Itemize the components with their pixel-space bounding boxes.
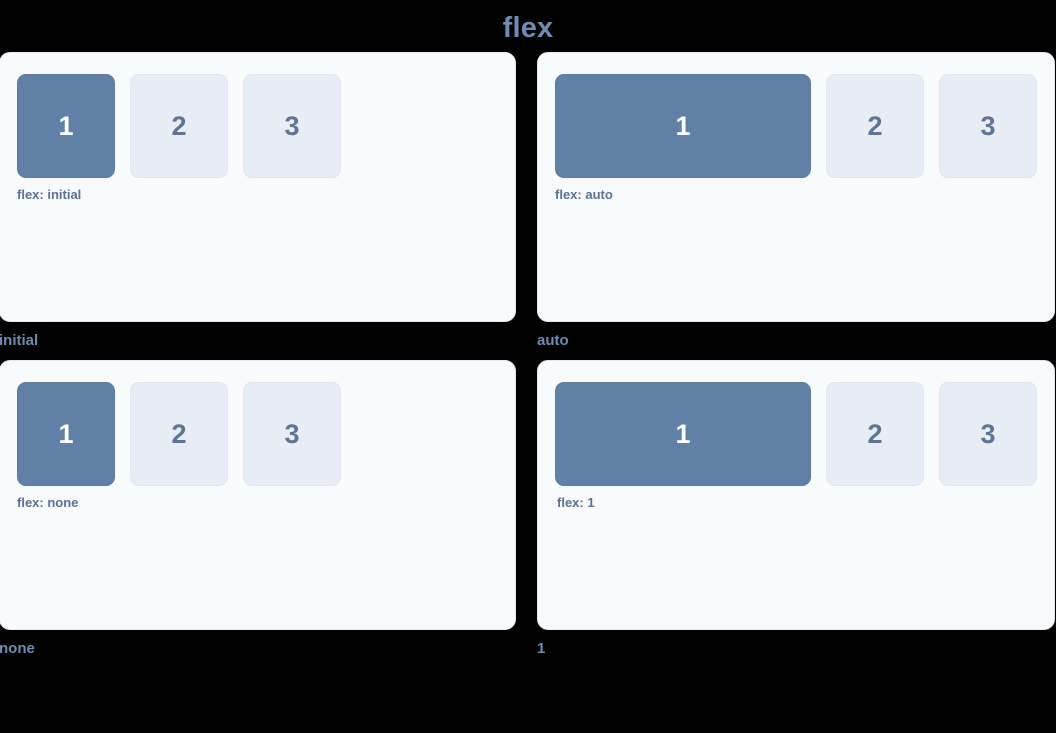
demo-panel-initial: 1 2 3 flex: initial — [0, 52, 516, 322]
demo-cell-none: 1 2 3 flex: none none — [0, 360, 516, 668]
flex-container-initial: 1 2 3 — [17, 74, 515, 178]
flex-container-none: 1 2 3 — [17, 382, 515, 486]
demo-panel-none: 1 2 3 flex: none — [0, 360, 516, 630]
flex-item-2[interactable]: 2 — [826, 74, 924, 178]
flex-item-3[interactable]: 3 — [939, 74, 1037, 178]
flex-item-1[interactable]: 1 — [555, 382, 811, 486]
demo-cell-initial: 1 2 3 flex: initial initial — [0, 52, 516, 360]
flex-caption-one: flex: 1 — [557, 495, 595, 510]
demo-label-none: none — [0, 640, 35, 657]
demo-panel-inner: 1 2 3 flex: 1 — [555, 382, 1054, 512]
flex-item-1[interactable]: 1 — [17, 74, 115, 178]
page-title: flex — [502, 12, 554, 44]
demo-label-initial: initial — [0, 332, 39, 349]
flex-caption-auto: flex: auto — [555, 187, 613, 202]
flex-item-2[interactable]: 2 — [130, 382, 228, 486]
flex-item-1[interactable]: 1 — [555, 74, 811, 178]
demo-cell-auto: 1 2 3 flex: auto auto — [537, 52, 1055, 360]
demo-panel-one: 1 2 3 flex: 1 — [537, 360, 1055, 630]
demo-label-auto: auto — [537, 332, 569, 349]
flex-item-3[interactable]: 3 — [243, 382, 341, 486]
demo-panel-inner: 1 2 3 flex: auto — [555, 74, 1054, 204]
demo-cell-one: 1 2 3 flex: 1 1 — [537, 360, 1055, 668]
flex-caption-initial: flex: initial — [17, 187, 82, 202]
flex-item-3[interactable]: 3 — [243, 74, 341, 178]
flex-container-one: 1 2 3 — [555, 382, 1054, 486]
flex-item-2[interactable]: 2 — [826, 382, 924, 486]
flex-demo-grid: 1 2 3 flex: initial initial 1 2 3 flex: … — [0, 52, 1056, 668]
flex-item-1[interactable]: 1 — [17, 382, 115, 486]
flex-container-auto: 1 2 3 — [555, 74, 1054, 178]
flex-item-2[interactable]: 2 — [130, 74, 228, 178]
demo-panel-inner: 1 2 3 flex: none — [17, 382, 515, 512]
flex-caption-none: flex: none — [17, 495, 79, 510]
demo-panel-auto: 1 2 3 flex: auto — [537, 52, 1055, 322]
demo-label-one: 1 — [537, 640, 546, 657]
flex-item-3[interactable]: 3 — [939, 382, 1037, 486]
demo-panel-inner: 1 2 3 flex: initial — [17, 74, 515, 204]
